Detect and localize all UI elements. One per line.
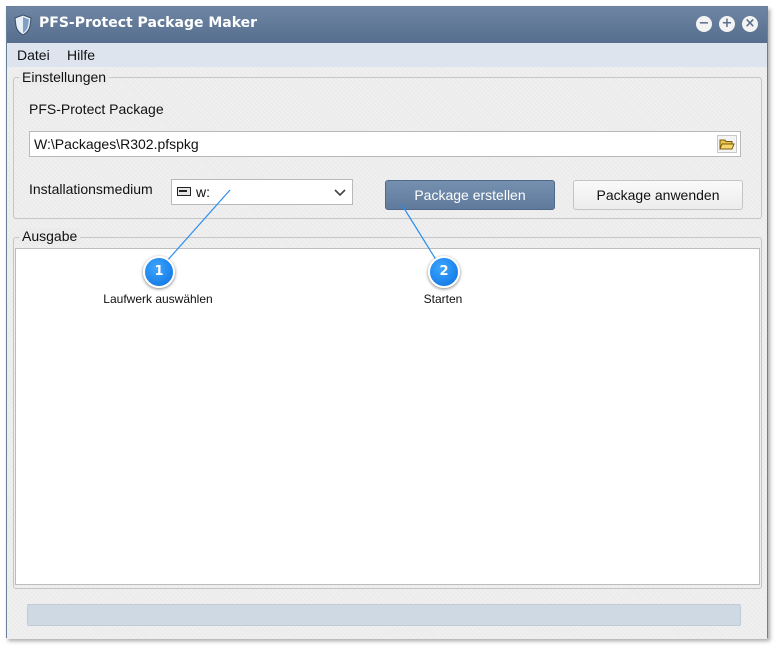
apply-package-button[interactable]: Package anwenden [573, 180, 743, 210]
medium-label: Installationsmedium [29, 181, 153, 197]
create-package-button[interactable]: Package erstellen [385, 180, 555, 210]
chevron-down-icon [334, 189, 346, 197]
shield-icon [14, 14, 32, 36]
title-bar[interactable]: PFS-Protect Package Maker − + × [7, 7, 767, 43]
output-textarea[interactable] [15, 248, 760, 585]
medium-select[interactable]: w: [171, 179, 353, 205]
window-title: PFS-Protect Package Maker [39, 15, 258, 31]
callout-badge-2: 2 [428, 256, 460, 288]
browse-button[interactable] [717, 135, 737, 153]
progress-bar [27, 604, 741, 626]
medium-value: w: [196, 184, 210, 200]
package-path-value: W:\Packages\R302.pfspkg [34, 136, 199, 152]
callout-badge-1: 1 [143, 256, 175, 288]
folder-open-icon [719, 139, 735, 150]
main-content: Einstellungen PFS-Protect Package W:\Pac… [7, 67, 767, 639]
menu-hilfe[interactable]: Hilfe [67, 47, 96, 63]
app-window: PFS-Protect Package Maker − + × Datei Hi… [6, 6, 768, 639]
settings-legend: Einstellungen [19, 69, 110, 85]
callout-line-1 [157, 189, 231, 272]
package-path-input[interactable]: W:\Packages\R302.pfspkg [29, 131, 741, 157]
drive-icon [177, 187, 191, 196]
output-group [13, 237, 762, 589]
callout-label-1: Laufwerk auswählen [103, 292, 213, 306]
menu-datei[interactable]: Datei [17, 47, 50, 63]
settings-group [13, 77, 762, 219]
package-label: PFS-Protect Package [29, 101, 164, 117]
output-legend: Ausgabe [19, 228, 81, 244]
minimize-icon[interactable]: − [696, 16, 712, 32]
maximize-icon[interactable]: + [719, 16, 735, 32]
close-icon[interactable]: × [742, 16, 758, 32]
callout-label-2: Starten [423, 292, 463, 306]
menu-bar: Datei Hilfe [7, 43, 767, 67]
